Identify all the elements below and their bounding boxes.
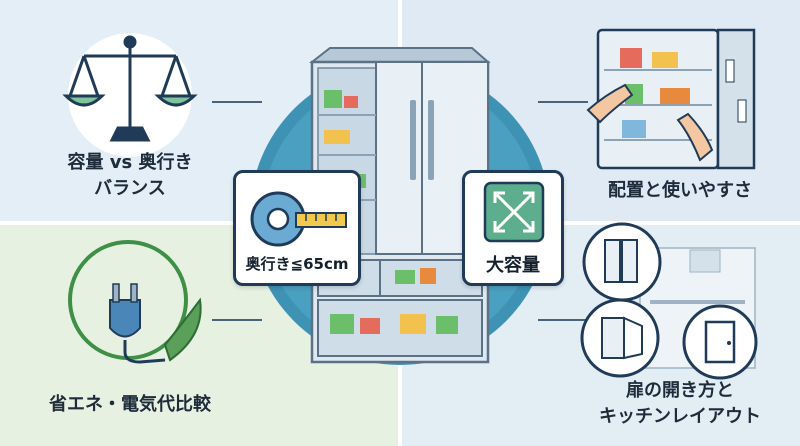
tape-measure-icon [250,191,347,247]
capacity-callout: 大容量 [462,170,564,286]
door-types-kitchen-icon [580,222,758,380]
depth-label: 奥行き≦65cm [245,255,349,273]
depth-callout: 奥行き≦65cm [233,170,361,286]
expand-arrows-icon [483,181,545,243]
label-door: 扉の開き方と キッチンレイアウト [599,380,761,427]
label-layout: 配置と使いやすさ [608,180,752,201]
label-energy: 省エネ・電気代比較 [49,394,211,415]
plug-leaf-icon [68,240,202,364]
connector-lines [212,101,588,321]
label-balance: 容量 vs 奥行き バランス [67,152,193,199]
open-fridge-hands-icon [586,28,756,170]
scale-icon [62,33,198,157]
capacity-label: 大容量 [486,255,540,276]
